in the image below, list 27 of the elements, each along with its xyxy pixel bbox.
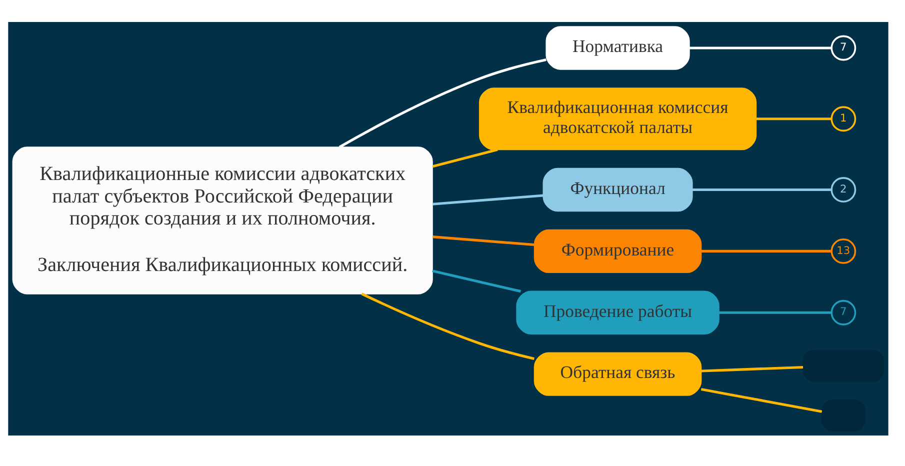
node-box: Нормативка [546,26,690,70]
connector [689,46,832,50]
node-box: Проведение работы [516,290,720,334]
connector [432,148,498,168]
node-circle: 1 [830,106,856,132]
node-box: Обратная связь [534,352,702,396]
connector [432,270,521,293]
connector [700,388,822,413]
connector [338,58,546,148]
node-box: Квалификационная комиссия адвокатской палаты [478,88,757,150]
connector [432,194,544,206]
node-circle: 7 [830,300,856,326]
node-box [822,399,866,432]
node-box: Формирование [534,229,702,274]
connector [718,311,832,314]
node-circle: 13 [830,238,856,264]
connector [361,292,535,360]
node-box: Функционал [542,168,693,212]
connector [692,188,832,192]
node-box: Квалификационные комиссии адвокатских палат субъектов Российской Федерации порядок создания и их полномочия. Заключения Квалификационных комиссий. [12,146,433,294]
node-circle: 2 [830,177,856,202]
connector [756,118,832,120]
node-circle: 7 [830,35,856,61]
node-box [802,350,884,382]
connector [432,236,534,246]
connector [701,366,804,372]
connector [701,250,832,252]
